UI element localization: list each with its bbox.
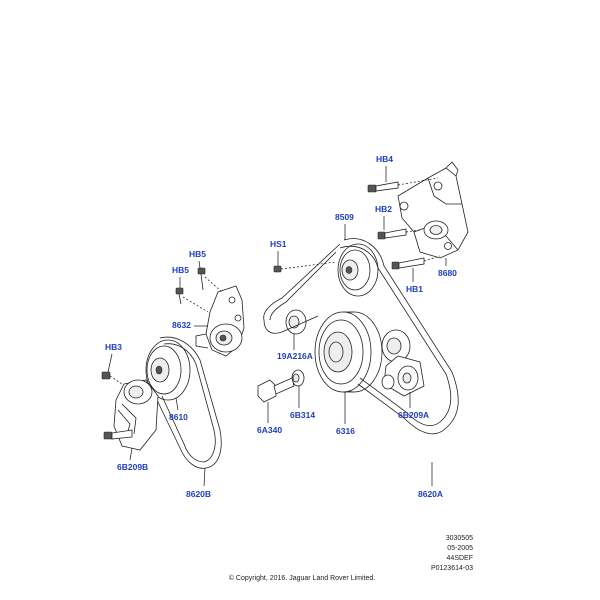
label-8632: 8632 bbox=[172, 320, 191, 330]
tensioner-6b209a bbox=[381, 329, 425, 397]
label-hb1: HB1 bbox=[406, 284, 423, 294]
label-8620a: 8620A bbox=[418, 489, 443, 499]
label-6b314: 6B314 bbox=[290, 410, 315, 420]
label-19a216a: 19A216A bbox=[277, 351, 313, 361]
bolt-hb4 bbox=[367, 177, 439, 193]
ref-code-3: P0123614-03 bbox=[431, 565, 473, 572]
label-hb3: HB3 bbox=[105, 342, 122, 352]
idler-pulley-8509 bbox=[337, 243, 379, 297]
label-6316: 6316 bbox=[336, 426, 355, 436]
label-8680: 8680 bbox=[438, 268, 457, 278]
label-hb2: HB2 bbox=[375, 204, 392, 214]
ref-date: 05-2005 bbox=[447, 545, 473, 552]
bolt-6a340 bbox=[257, 377, 295, 403]
drive-belt-8620a bbox=[263, 238, 459, 435]
idler-pulley-19a216a bbox=[285, 309, 307, 335]
bolt-hb2 bbox=[377, 228, 421, 240]
pulley-8610 bbox=[145, 339, 191, 401]
label-hb5-lower: HB5 bbox=[172, 265, 189, 275]
label-8509: 8509 bbox=[335, 212, 354, 222]
tensioner-6b209b bbox=[113, 379, 159, 451]
label-8620b: 8620B bbox=[186, 489, 211, 499]
label-hs1: HS1 bbox=[270, 239, 287, 249]
copyright-notice: © Copyright, 2016. Jaguar Land Rover Lim… bbox=[229, 574, 375, 582]
label-6b209b: 6B209B bbox=[117, 462, 148, 472]
label-6b209a: 6B209A bbox=[398, 410, 429, 420]
label-6a340: 6A340 bbox=[257, 425, 282, 435]
label-hb5-upper: HB5 bbox=[189, 249, 206, 259]
bolt-hb5-lower bbox=[175, 287, 209, 313]
bolt-hb3 bbox=[101, 371, 123, 385]
bolt-hs1 bbox=[273, 265, 282, 273]
ref-code-2: 44SDEF bbox=[447, 555, 473, 562]
bolt-lower-left bbox=[103, 429, 133, 440]
tensioner-8632 bbox=[195, 285, 245, 357]
ref-code-1: 3030505 bbox=[446, 535, 473, 542]
label-8610: 8610 bbox=[169, 412, 188, 422]
bolt-hb5-upper bbox=[197, 267, 223, 293]
label-hb4: HB4 bbox=[376, 154, 393, 164]
crankshaft-pulley-6316 bbox=[314, 311, 383, 393]
bolt-hb1 bbox=[391, 255, 441, 270]
mounting-bracket-8680 bbox=[397, 161, 469, 259]
drive-belt-8620b bbox=[155, 336, 222, 469]
